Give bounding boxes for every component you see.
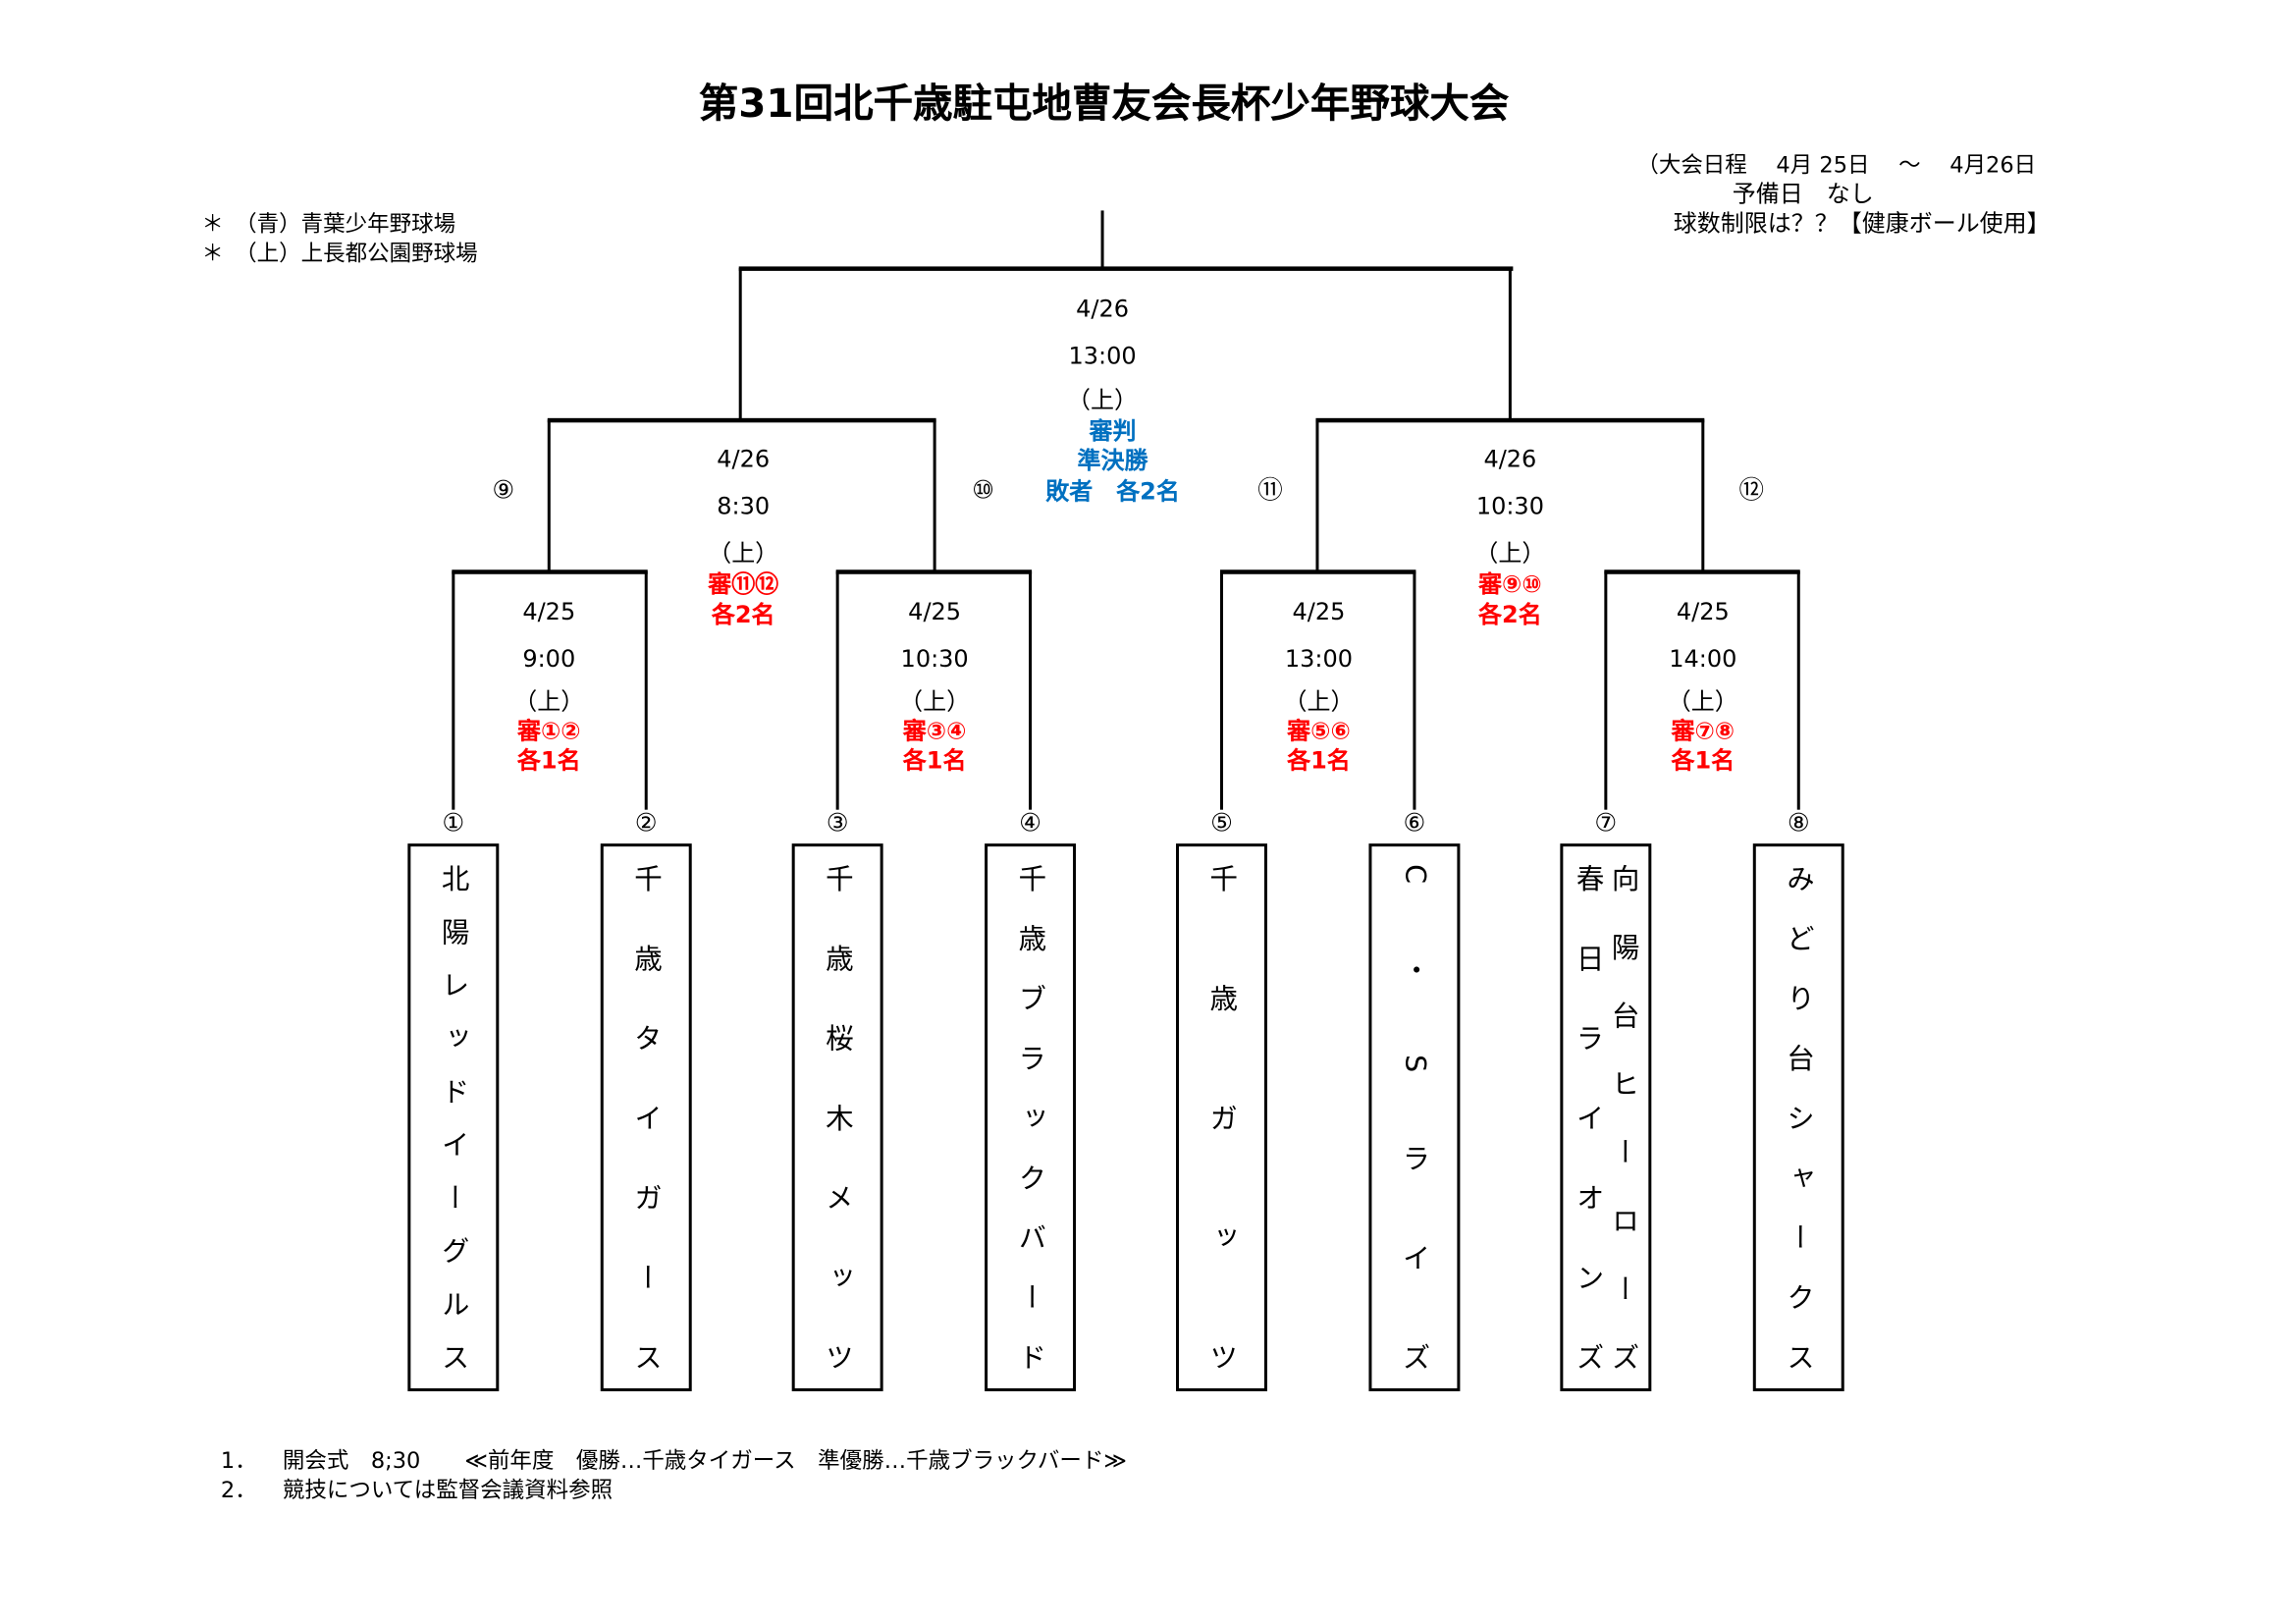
note-text: 開会式 8;30 ≪前年度 優勝…千歳タイガース 準優勝…千歳ブラックバード≫	[282, 1446, 1127, 1474]
quarter-date: 4/25	[522, 597, 576, 626]
team-number: ④	[1019, 808, 1042, 839]
team-box: みどり台シャークス	[1752, 843, 1844, 1391]
bracket-line	[1220, 569, 1416, 574]
quarter-referee-count: 各1名	[1287, 746, 1351, 775]
team-name: 千歳ブラックバード	[1014, 864, 1047, 1371]
team-number: ②	[634, 808, 658, 839]
quarter-referee-count: 各1名	[902, 746, 967, 775]
final-referee: 敗者 各2名	[1045, 476, 1180, 506]
bracket-line	[452, 569, 648, 574]
bracket-line	[1100, 210, 1104, 270]
pitch-limit-note: 球数制限は？？【健康ボール使用】	[1673, 208, 2051, 238]
match-number: ⑩	[972, 476, 995, 507]
quarter-venue: （上）	[1667, 687, 1738, 716]
semi-date: 4/26	[717, 444, 771, 473]
bracket-line	[1413, 570, 1416, 810]
quarter-venue: （上）	[513, 687, 585, 716]
team-name: 向陽台ヒーローズ	[1607, 864, 1640, 1371]
team-name: 春日ライオンズ	[1572, 864, 1605, 1371]
semi-referee: 審⑪⑫	[708, 569, 779, 598]
team-name: 千歳タイガース	[629, 864, 663, 1371]
team-box: C・Sライズ	[1368, 843, 1461, 1391]
quarter-date: 4/25	[908, 597, 962, 626]
team-name: みどり台シャークス	[1782, 864, 1815, 1371]
match-number: ⑨	[492, 476, 515, 507]
team-box: 千歳タイガース	[600, 843, 692, 1391]
final-referee: 準決勝	[1077, 446, 1148, 474]
bracket-line	[1315, 417, 1705, 423]
bracket-line	[738, 266, 1514, 271]
quarter-referee: 審⑤⑥	[1287, 717, 1351, 745]
bracket-line	[1604, 569, 1800, 574]
team-name: 千歳ガッツ	[1205, 864, 1238, 1371]
venue-note: ＊ （青）青葉少年野球場	[201, 210, 456, 238]
match-number: ⑪	[1257, 476, 1283, 507]
semi-venue: （上）	[1474, 538, 1546, 568]
quarter-referee: 審①②	[516, 717, 581, 745]
team-name: 千歳桜木メッツ	[821, 864, 854, 1371]
reserve-day: 予備日 なし	[1732, 179, 1874, 208]
note-number: 1．	[220, 1446, 257, 1474]
team-box: 北陽レッドイーグルス	[407, 843, 500, 1391]
quarter-referee-count: 各1名	[1671, 746, 1735, 775]
quarter-referee: 審⑦⑧	[1671, 717, 1735, 745]
bracket-line	[1220, 570, 1224, 810]
bracket-line	[738, 267, 742, 421]
team-box: 千歳ガッツ	[1176, 843, 1267, 1391]
bracket-line	[1604, 570, 1608, 810]
bracket-line	[452, 570, 455, 810]
bracket-line	[547, 417, 936, 423]
bracket-line	[547, 419, 551, 573]
team-number: ⑦	[1594, 808, 1618, 839]
bracket-line	[1796, 570, 1800, 810]
final-venue: （上）	[1067, 385, 1139, 414]
team-number: ①	[442, 808, 465, 839]
bracket-line	[1508, 267, 1512, 421]
final-date: 4/26	[1076, 294, 1129, 323]
semi-time: 8:30	[717, 491, 771, 520]
semi-referee-count: 各2名	[1478, 600, 1542, 629]
final-time: 13:00	[1068, 341, 1137, 370]
note-text: 競技については監督会議資料参照	[282, 1476, 614, 1503]
semi-referee: 審⑨⑩	[1478, 569, 1542, 598]
quarter-date: 4/25	[1676, 597, 1730, 626]
team-box: 千歳ブラックバード	[985, 843, 1077, 1391]
bracket-line	[835, 570, 839, 810]
note-number: 2．	[220, 1476, 257, 1503]
bracket-line	[644, 570, 648, 810]
team-box: 向陽台ヒーローズ春日ライオンズ	[1560, 843, 1652, 1391]
team-number: ③	[826, 808, 849, 839]
quarter-time: 14:00	[1669, 644, 1737, 674]
team-box: 千歳桜木メッツ	[791, 843, 883, 1391]
quarter-venue: （上）	[1283, 687, 1355, 716]
bracket-line	[835, 569, 1033, 574]
semi-venue: （上）	[708, 538, 779, 568]
schedule-dates: （大会日程 4月 25日 〜 4月26日	[1636, 151, 2037, 179]
bracket-line	[933, 419, 936, 573]
quarter-referee-count: 各1名	[516, 746, 581, 775]
team-name: 北陽レッドイーグルス	[437, 864, 470, 1371]
venue-note: ＊ （上）上長都公園野球場	[201, 240, 478, 267]
quarter-date: 4/25	[1292, 597, 1346, 626]
final-referee: 審判	[1089, 416, 1137, 445]
semi-time: 10:30	[1475, 491, 1544, 520]
match-number: ⑫	[1738, 476, 1765, 507]
team-number: ⑤	[1210, 808, 1233, 839]
bracket-line	[1315, 419, 1319, 573]
quarter-time: 13:00	[1284, 644, 1354, 674]
team-name: C・Sライズ	[1398, 864, 1431, 1371]
quarter-referee: 審③④	[902, 717, 967, 745]
bracket-line	[1701, 419, 1705, 573]
quarter-time: 10:30	[900, 644, 969, 674]
page-title: 第31回北千歳駐屯地曹友会長杯少年野球大会	[698, 81, 1510, 128]
bracket-line	[1029, 570, 1033, 810]
semi-referee-count: 各2名	[711, 600, 775, 629]
team-number: ⑧	[1787, 808, 1810, 839]
team-number: ⑥	[1403, 808, 1426, 839]
semi-date: 4/26	[1483, 444, 1537, 473]
quarter-venue: （上）	[899, 687, 971, 716]
quarter-time: 9:00	[522, 644, 576, 674]
